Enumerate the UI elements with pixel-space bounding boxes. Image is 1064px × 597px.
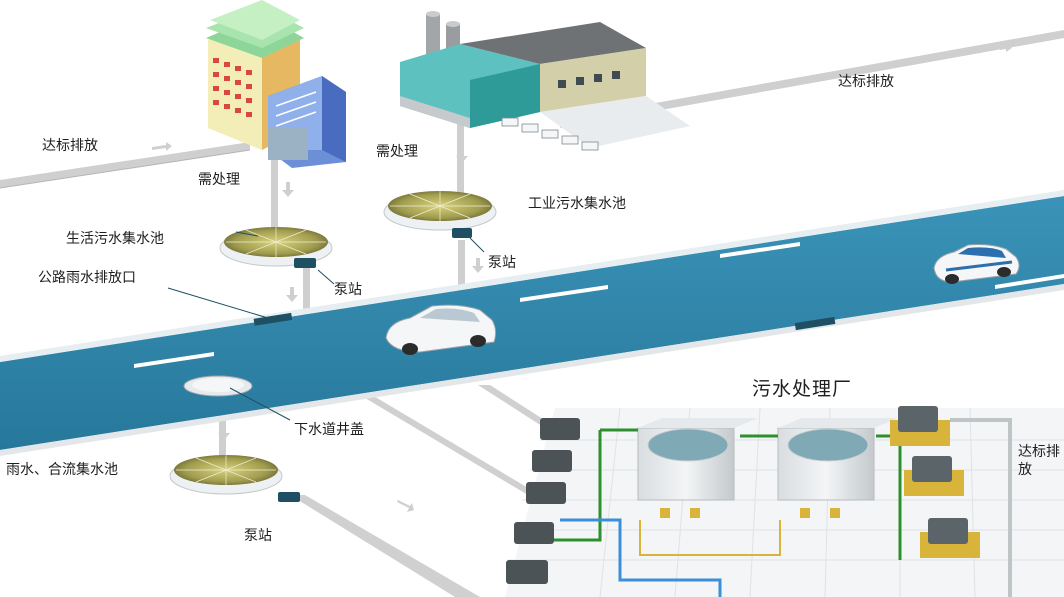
- label-domestic-tank: 生活污水集水池: [66, 231, 164, 247]
- settling-tank-icon: [169, 455, 283, 495]
- label-discharge-left: 达标排放: [42, 138, 98, 154]
- label-storm-tank: 雨水、合流集水池: [6, 462, 118, 478]
- label-needs-treatment-left: 需处理: [198, 172, 240, 188]
- manhole-cover-icon: [183, 375, 253, 397]
- plant-pipes: [290, 385, 560, 597]
- label-pump-left: 泵站: [334, 282, 362, 298]
- flow-arrows: [152, 44, 1012, 512]
- label-industrial-tank: 工业污水集水池: [528, 196, 626, 212]
- label-plant-title: 污水处理厂: [752, 378, 853, 400]
- label-pump-bottom: 泵站: [244, 528, 272, 544]
- treatment-plant-icon: [505, 406, 1064, 597]
- residential-building-icon: [206, 0, 346, 168]
- label-pump-mid: 泵站: [488, 255, 516, 271]
- label-manhole: 下水道井盖: [294, 422, 364, 438]
- label-road-outlet: 公路雨水排放口: [38, 270, 136, 286]
- factory-icon: [400, 11, 690, 151]
- road-drain-grate: [253, 312, 293, 326]
- label-discharge-right: 达标排放: [1018, 444, 1060, 478]
- label-discharge-top-right: 达标排放: [838, 74, 894, 90]
- highway-road: [0, 190, 1064, 456]
- car-icon: [385, 304, 497, 355]
- road-drain-grate: [794, 316, 836, 331]
- settling-tank-icon: [383, 191, 497, 231]
- road-stripes: [134, 242, 1064, 368]
- pump-station-icon: [278, 228, 472, 502]
- leader-lines: [167, 231, 485, 421]
- label-needs-treatment-mid: 需处理: [376, 144, 418, 160]
- car-icon: [933, 244, 1020, 284]
